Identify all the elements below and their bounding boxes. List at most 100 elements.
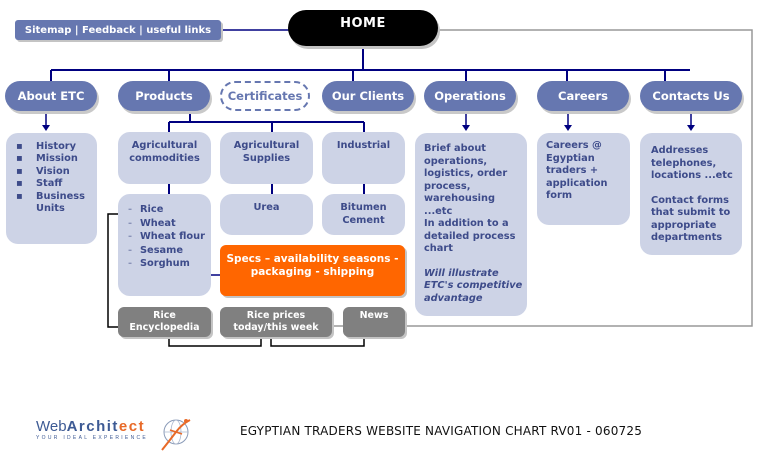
encyclopedia-line2: Encyclopedia	[129, 322, 200, 333]
commodity-item[interactable]: -Rice	[118, 203, 211, 217]
logo-wordmark: WebArchitect	[36, 418, 196, 435]
about-item-label: Staff	[36, 178, 63, 190]
prices-line1: Rice prices	[246, 310, 306, 321]
news-button[interactable]: News	[343, 307, 405, 337]
specs-box[interactable]: Specs – availability seasons - packaging…	[220, 245, 405, 296]
prices-news-line	[270, 336, 365, 347]
about-item-label: Vision	[36, 165, 70, 177]
nav-contacts-label: Contacts Us	[652, 89, 730, 103]
bullet-icon: -	[128, 217, 133, 229]
category-industrial[interactable]: Industrial	[322, 132, 405, 184]
commodity-item[interactable]: -Sorghum	[118, 257, 211, 271]
commodity-item[interactable]: -Wheat flour	[118, 230, 211, 244]
nav-careers[interactable]: Careers	[537, 81, 629, 111]
logo-web: Web	[36, 418, 67, 435]
bullet-icon: -	[128, 204, 133, 215]
category-agricultural-supplies[interactable]: Agricultural Supplies	[220, 132, 313, 184]
bullet-icon: ▪	[16, 178, 23, 190]
contacts-line: locations ...etc	[651, 170, 733, 181]
operations-line: detailed process	[424, 230, 516, 242]
arrow-contacts	[687, 125, 695, 131]
operations-italic-line: Will illustrate	[424, 267, 499, 279]
bullet-icon: ▪	[16, 190, 23, 202]
webarchitect-logo: WebArchitect YOUR IDEAL EXPERIENCE	[36, 418, 196, 452]
commodities-box: -Rice-Wheat-Wheat flour-Sesame-Sorghum	[118, 194, 211, 296]
about-item[interactable]: ▪ History	[6, 141, 97, 153]
nav-operations[interactable]: Operations	[424, 81, 516, 111]
about-item-label: History	[36, 141, 77, 152]
operations-line: Brief about	[424, 143, 486, 154]
nav-our-clients[interactable]: Our Clients	[322, 81, 414, 111]
nav-operations-label: Operations	[434, 89, 506, 103]
bullet-icon: -	[128, 244, 133, 256]
operations-italic-line: advantage	[424, 292, 483, 304]
logo-archit: Archit	[66, 418, 119, 435]
careers-line: Careers @	[546, 140, 602, 151]
operations-line: operations,	[424, 155, 488, 167]
nav-careers-label: Careers	[558, 89, 608, 103]
nav-about[interactable]: About ETC	[5, 81, 97, 111]
encyclopedia-prices-line	[168, 336, 262, 347]
commodity-item-label: Wheat flour	[140, 231, 205, 242]
about-item-label: Business Units	[36, 190, 85, 215]
operations-line: chart	[424, 243, 453, 254]
nav-contacts[interactable]: Contacts Us	[640, 81, 742, 111]
bullet-icon: ▪	[16, 153, 23, 165]
encyclopedia-line1: Rice	[153, 310, 176, 321]
operations-italic-line: ETC's competitive	[424, 280, 523, 291]
home-node[interactable]: HOME	[288, 10, 438, 46]
operations-line: warehousing	[424, 193, 495, 204]
product-urea[interactable]: Urea	[220, 194, 313, 235]
chart-title: EGYPTIAN TRADERS WEBSITE NAVIGATION CHAR…	[240, 424, 643, 438]
bitumen-label: Bitumen	[340, 202, 387, 213]
category-agricultural-commodities[interactable]: Agricultural commodities	[118, 132, 211, 184]
product-bitumen-cement[interactable]: Bitumen Cement	[322, 194, 405, 235]
about-item[interactable]: ▪ Mission	[6, 153, 97, 165]
careers-line: form	[546, 190, 573, 201]
careers-line: traders +	[546, 165, 599, 176]
arrow-operations	[462, 125, 470, 131]
bullet-icon: -	[128, 258, 133, 269]
arrow-about	[42, 125, 50, 131]
about-item-label: Mission	[36, 153, 78, 165]
prices-line2: today/this week	[233, 322, 319, 333]
arrow-careers	[564, 125, 572, 131]
about-list: ▪History▪Mission▪Vision▪Staff▪Business U…	[6, 141, 97, 215]
nav-certificates[interactable]: Certificates	[220, 81, 310, 111]
rice-encyclopedia-button[interactable]: Rice Encyclopedia	[118, 307, 211, 337]
nav-about-label: About ETC	[17, 89, 85, 103]
about-item[interactable]: ▪ Business Units	[6, 191, 97, 216]
contacts-line: departments	[651, 232, 723, 243]
operations-line: logistics, order	[424, 168, 508, 179]
nav-clients-label: Our Clients	[331, 89, 405, 103]
commodity-item[interactable]: -Sesame	[118, 244, 211, 258]
top-links-button[interactable]: Sitemap | Feedback | useful links	[15, 20, 221, 40]
category-label: Industrial	[336, 140, 391, 151]
commodities-list: -Rice-Wheat-Wheat flour-Sesame-Sorghum	[118, 203, 211, 271]
operations-line: process,	[424, 180, 471, 192]
commodity-item-label: Sorghum	[140, 258, 190, 269]
about-item[interactable]: ▪Vision	[6, 166, 97, 178]
contacts-line: appropriate	[651, 219, 717, 231]
bullet-icon: ▪	[16, 141, 23, 152]
rice-prices-button[interactable]: Rice prices today/this week	[220, 307, 332, 337]
top-links-label: Sitemap | Feedback | useful links	[24, 24, 212, 36]
about-item[interactable]: ▪ Staff	[6, 178, 97, 190]
category-label: Agricultural commodities	[129, 140, 200, 164]
contacts-line: Addresses	[651, 145, 709, 156]
category-label: Agricultural Supplies	[233, 140, 300, 164]
news-label: News	[359, 310, 389, 321]
home-label: HOME	[340, 16, 386, 31]
specs-line1: Specs – availability seasons -	[226, 253, 399, 265]
nav-products[interactable]: Products	[118, 81, 210, 111]
careers-line: application	[546, 177, 608, 189]
commodity-item[interactable]: -Wheat	[118, 217, 211, 231]
